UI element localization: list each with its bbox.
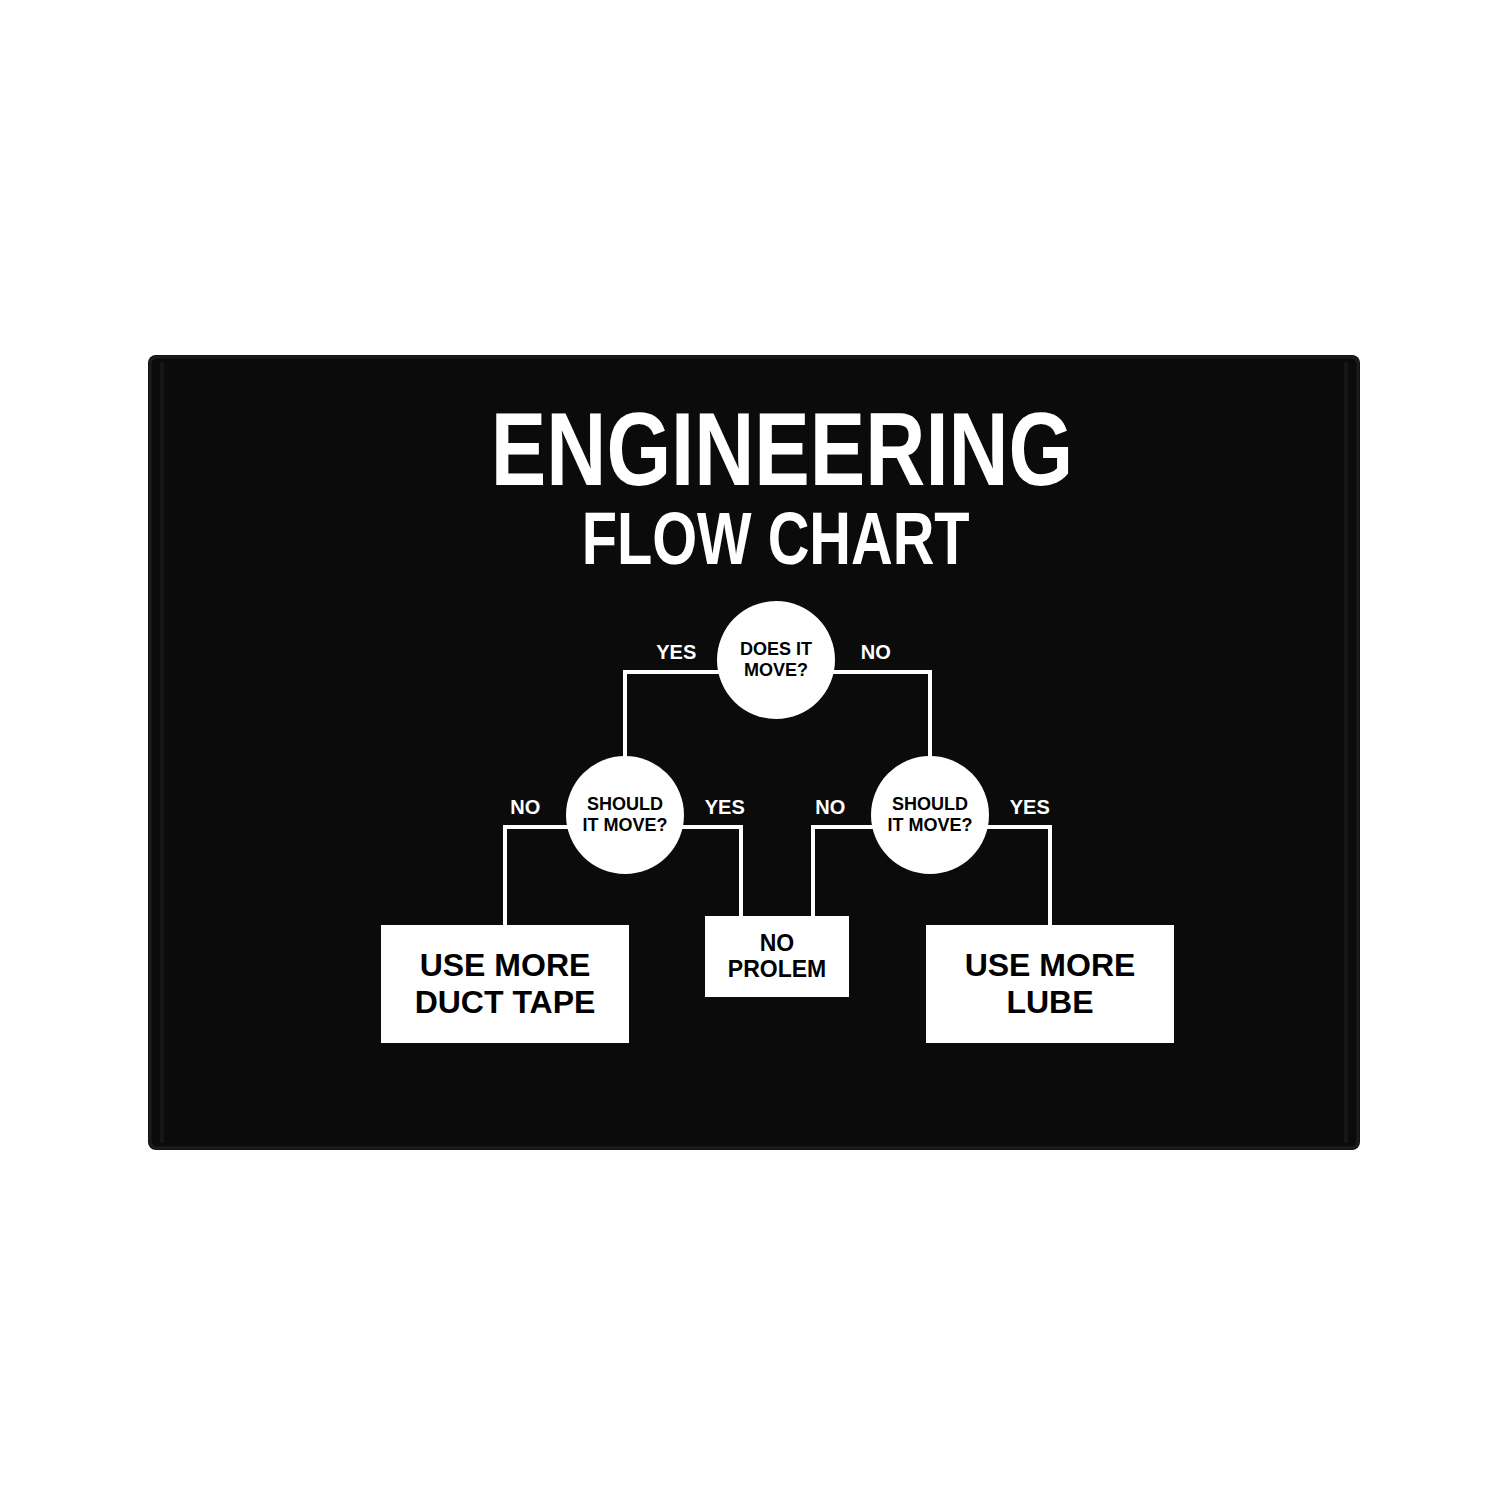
- edge-label: YES: [653, 641, 699, 663]
- decision-text: SHOULD IT MOVE?: [579, 794, 671, 835]
- result-text: NO PROLEM: [721, 930, 833, 983]
- subtitle-text-wrap: FLOW CHART: [276, 502, 1276, 576]
- flow-connector: [988, 827, 1050, 925]
- decision-text: DOES IT MOVE?: [730, 639, 822, 680]
- result-box: NO PROLEM: [705, 916, 849, 997]
- decision-circle: DOES IT MOVE?: [717, 601, 835, 719]
- edge-label: NO: [812, 796, 848, 818]
- result-box: USE MORE LUBE: [926, 925, 1174, 1043]
- edge-label: NO: [858, 641, 894, 663]
- result-box: USE MORE DUCT TAPE: [381, 925, 629, 1043]
- flow-connector: [834, 672, 930, 756]
- subtitle-text: FLOW CHART: [582, 502, 970, 576]
- result-text: USE MORE LUBE: [940, 947, 1160, 1021]
- decision-text: SHOULD IT MOVE?: [884, 794, 976, 835]
- circle-shape: [717, 601, 835, 719]
- towel-hem-right: [1344, 362, 1348, 1143]
- edge-label: YES: [1007, 796, 1053, 818]
- title-text-wrap: ENGINEERING: [282, 397, 1282, 501]
- towel-hem: [150, 357, 1358, 1148]
- result-text: USE MORE DUCT TAPE: [395, 947, 615, 1021]
- flow-connector: [813, 827, 872, 916]
- decision-circle: SHOULD IT MOVE?: [566, 756, 684, 874]
- circle-shape: [566, 756, 684, 874]
- flow-connector: [625, 672, 718, 756]
- flow-connector: [683, 827, 741, 916]
- flow-connector: [505, 827, 567, 925]
- towel-hem-left: [160, 362, 164, 1143]
- edge-label: YES: [702, 796, 748, 818]
- circle-shape: [871, 756, 989, 874]
- decision-circle: SHOULD IT MOVE?: [871, 756, 989, 874]
- edge-label: NO: [507, 796, 543, 818]
- towel-body: [148, 355, 1360, 1150]
- title-text: ENGINEERING: [491, 397, 1073, 501]
